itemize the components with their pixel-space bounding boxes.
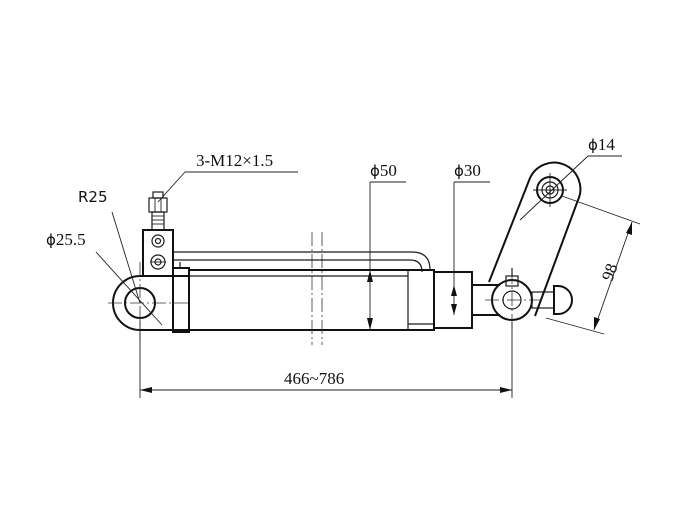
stroke-length-label: 466~786	[284, 369, 344, 388]
thread-spec-label: 3-M12×1.5	[196, 151, 273, 170]
oil-pipe	[173, 251, 431, 273]
piston-rod	[472, 284, 500, 316]
diameter-symbol: ϕ	[46, 231, 56, 249]
diameter-symbol: ϕ	[370, 162, 380, 180]
rod-diameter-label: ϕ30	[454, 161, 481, 180]
dimension-lines	[139, 155, 641, 398]
bore-diameter-label: ϕ50	[370, 161, 397, 180]
threaded-fitting	[148, 171, 298, 231]
eye-radius-label: R25	[78, 188, 108, 206]
bore-diameter-value: 50	[380, 161, 397, 180]
link-length-label: 98	[598, 261, 622, 283]
right-eye-mount	[485, 268, 573, 335]
cylinder-barrel	[172, 232, 473, 345]
pin-diameter-value: 14	[598, 135, 616, 154]
eye-diameter-label: ϕ25.5	[46, 230, 86, 249]
left-eye-mount	[95, 211, 190, 345]
swing-link	[488, 161, 582, 317]
diameter-symbol: ϕ	[454, 162, 464, 180]
port-block	[142, 229, 174, 277]
eye-diameter-value: 25.5	[56, 230, 86, 249]
rod-diameter-value: 30	[464, 161, 481, 180]
pin-diameter-label: ϕ14	[588, 135, 615, 154]
diameter-symbol: ϕ	[588, 136, 598, 154]
